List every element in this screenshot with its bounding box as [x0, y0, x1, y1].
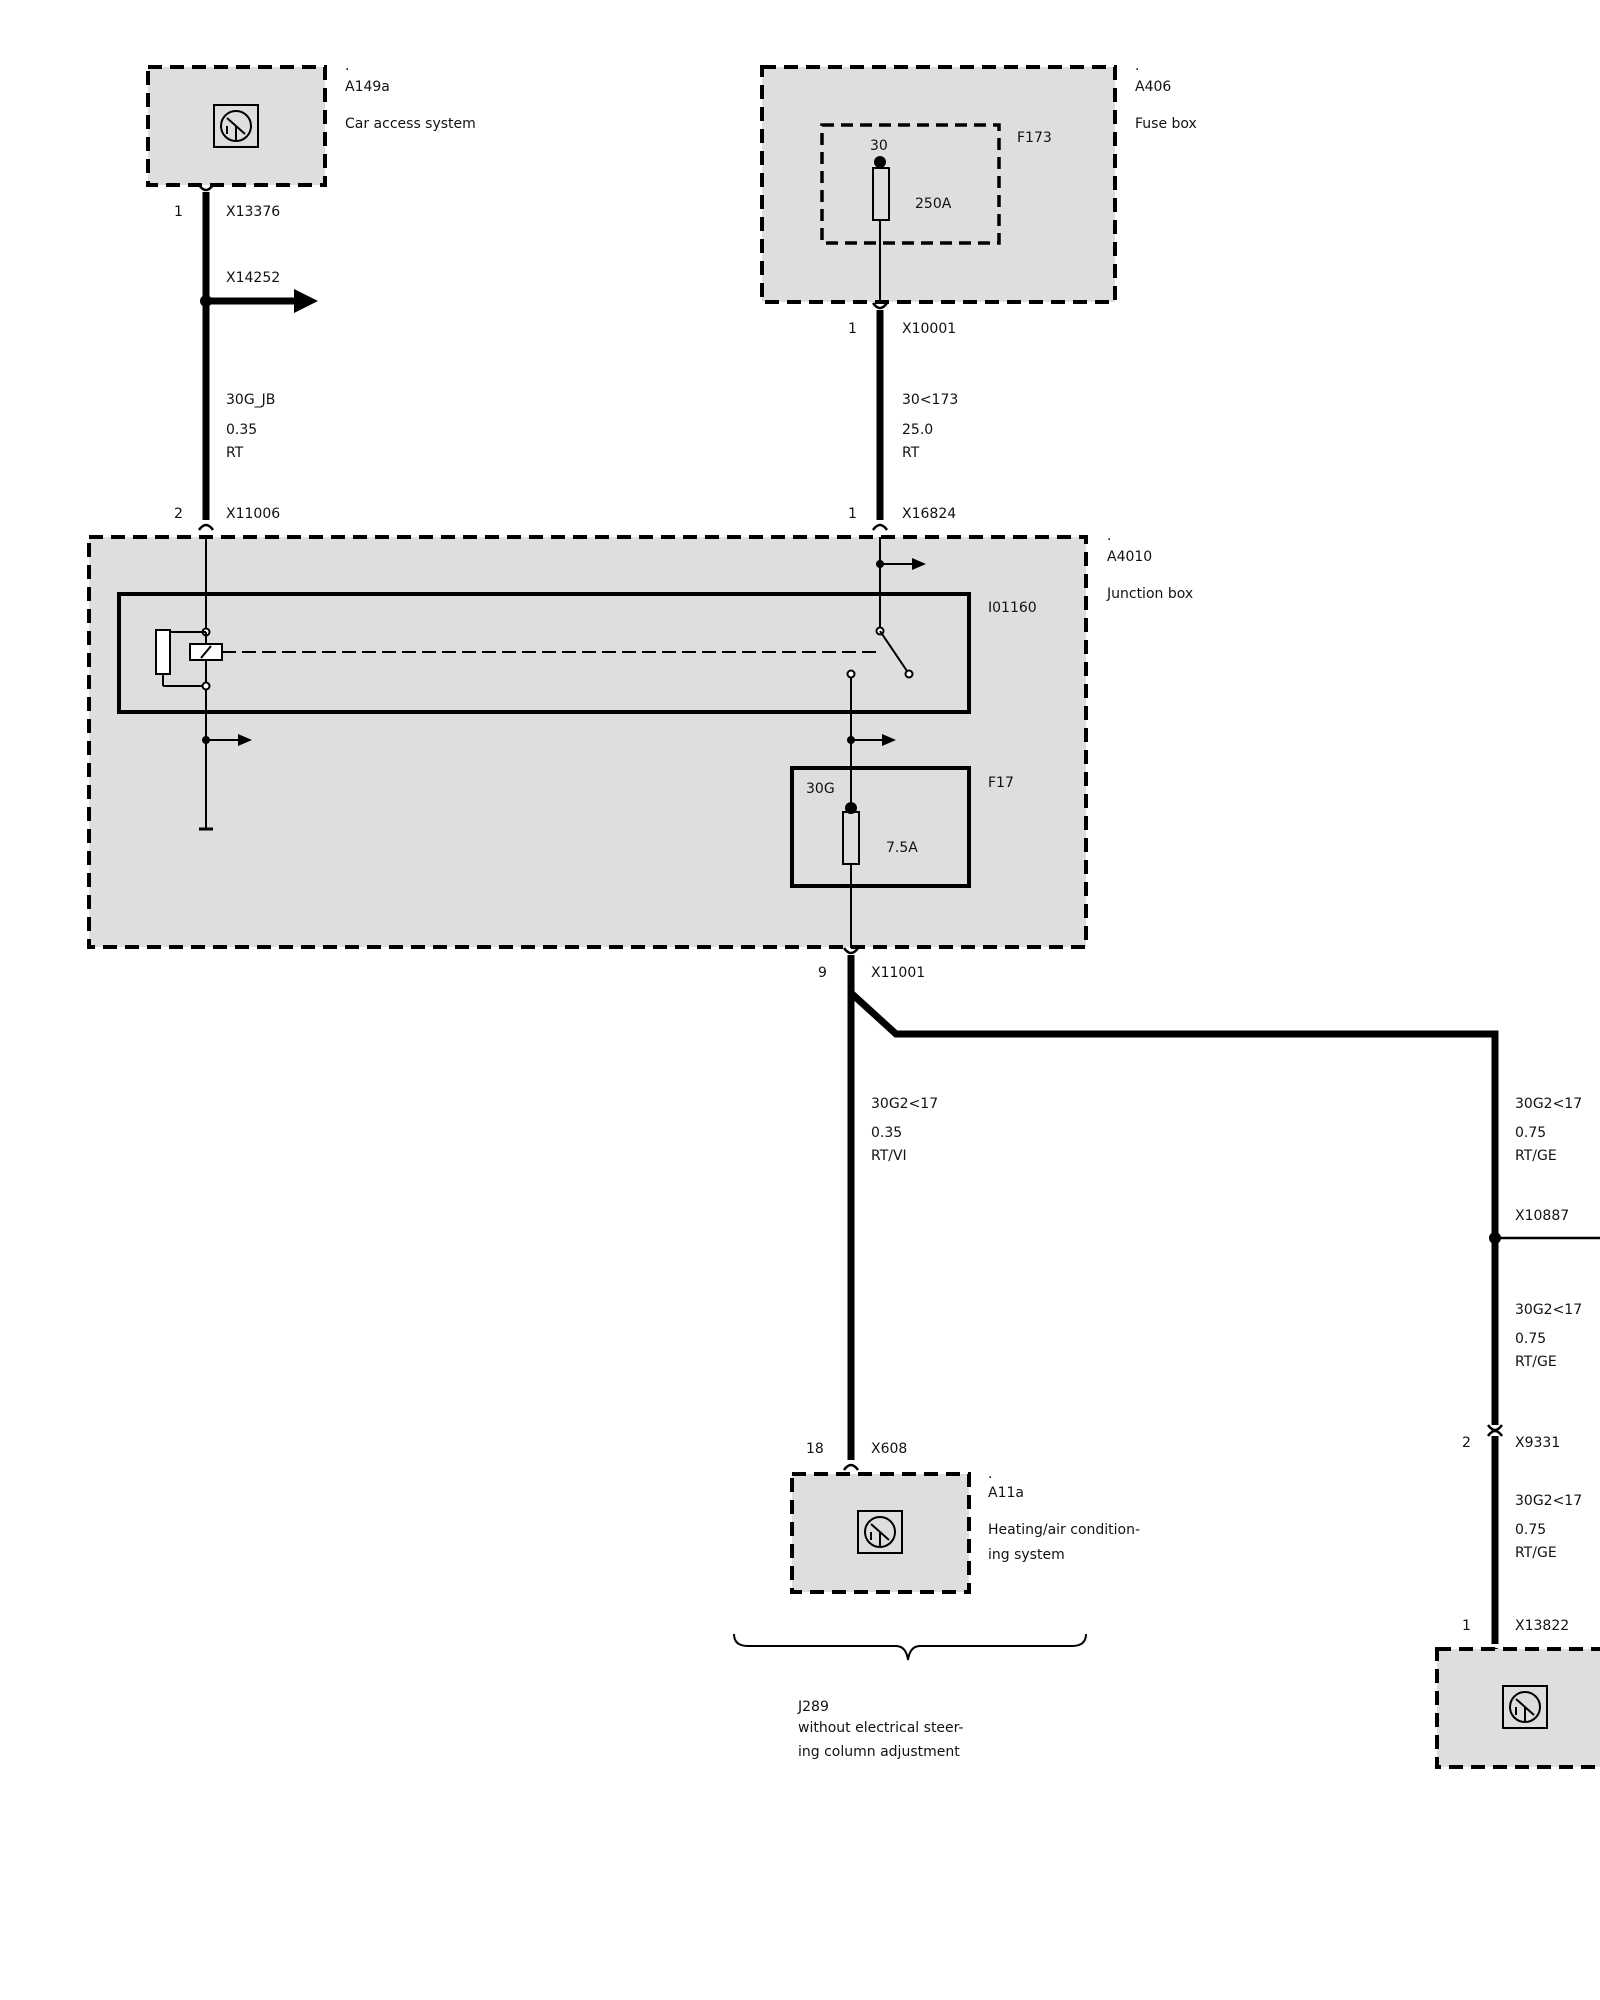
x14252-id: X14252 [226, 270, 280, 286]
connector-x11001-symbol [842, 947, 860, 955]
a4010-box [87, 535, 1088, 949]
relay-coil-terminal-bottom [201, 681, 211, 691]
w4-gauge: 0.75 [1515, 1125, 1546, 1141]
component-a4010: . A4010 Junction box I01160 [87, 528, 1193, 949]
relay-switch-arm [879, 630, 908, 672]
x11006-pin: 2 [174, 506, 183, 522]
connector-x16824-symbol [871, 523, 889, 531]
w3-signal: 30G2<17 [871, 1096, 938, 1112]
connector-x9331-symbol-bottom [1486, 1429, 1504, 1437]
x608-pin: 18 [806, 1441, 824, 1457]
x13376-pin: 1 [174, 204, 183, 220]
connector-x11006-symbol [197, 523, 215, 531]
f173-terminal: 30 [870, 138, 888, 154]
a11a-dot: . [988, 1466, 992, 1482]
x10001-pin: 1 [848, 321, 857, 337]
footnote-code: J289 [797, 1699, 829, 1715]
x11001-id: X11001 [871, 965, 925, 981]
resistor-icon [155, 629, 171, 675]
x13822-id: X13822 [1515, 1618, 1569, 1634]
variant-brace [733, 1633, 1087, 1661]
w2-color: RT [902, 445, 920, 461]
x10001-id: X10001 [902, 321, 956, 337]
component-a406: 30 250A F173 . A406 Fuse box [760, 58, 1197, 304]
w6-color: RT/GE [1515, 1545, 1557, 1561]
x11006-id: X11006 [226, 506, 280, 522]
component-a149a: . A149a Car access system [146, 58, 476, 187]
relay-coil-slash [200, 645, 212, 659]
a4010-id: A4010 [1107, 549, 1152, 565]
footnote-line1: without electrical steer- [798, 1720, 964, 1736]
i01160-id: I01160 [988, 600, 1037, 616]
w2-signal: 30<173 [902, 392, 958, 408]
a149a-id: A149a [345, 79, 390, 95]
a11a-name-line2: ing system [988, 1547, 1065, 1563]
a406-name: Fuse box [1135, 116, 1197, 132]
f173-box [820, 123, 1001, 245]
continuation-arrow-icon [294, 289, 318, 313]
a11a-id: A11a [988, 1485, 1024, 1501]
right-unit-box [1435, 1647, 1600, 1769]
control-unit-icon [213, 104, 259, 148]
connector-x608-symbol [842, 1463, 860, 1471]
w5-gauge: 0.75 [1515, 1331, 1546, 1347]
w1-color: RT [226, 445, 244, 461]
w5-signal: 30G2<17 [1515, 1302, 1582, 1318]
relay-i01160-box [117, 592, 971, 714]
f17-rating: 7.5A [886, 840, 918, 856]
f173-rating: 250A [915, 196, 952, 212]
x10887-id: X10887 [1515, 1208, 1569, 1224]
relay-contact-no [904, 669, 914, 679]
a11a-box [790, 1472, 971, 1594]
control-unit-icon [857, 1510, 903, 1554]
f17-terminal: 30G [806, 781, 835, 797]
continuation-arrow-icon [882, 734, 896, 746]
w1-gauge: 0.35 [226, 422, 257, 438]
x16824-id: X16824 [902, 506, 956, 522]
connector-x13376-symbol [197, 184, 215, 192]
x13376-id: X13376 [226, 204, 280, 220]
connector-x9331-symbol-top [1486, 1424, 1504, 1432]
a11a-name-line1: Heating/air condition- [988, 1522, 1140, 1538]
a4010-dot: . [1107, 528, 1111, 544]
relay-contact-output [846, 669, 856, 679]
continuation-arrow-icon [912, 558, 926, 570]
a406-box [760, 65, 1117, 304]
a406-id: A406 [1135, 79, 1171, 95]
f17-box [790, 766, 971, 888]
w6-gauge: 0.75 [1515, 1522, 1546, 1538]
x11001-pin: 9 [818, 965, 827, 981]
f17-id: F17 [988, 775, 1014, 791]
x13822-pin: 1 [1462, 1618, 1471, 1634]
continuation-arrow-icon [238, 734, 252, 746]
component-a11a: . A11a Heating/air condition- ing system [790, 1466, 1140, 1594]
w5-color: RT/GE [1515, 1354, 1557, 1370]
w4-signal: 30G2<17 [1515, 1096, 1582, 1112]
w6-signal: 30G2<17 [1515, 1493, 1582, 1509]
f173-terminal-node [874, 156, 886, 168]
w3-color: RT/VI [871, 1148, 907, 1164]
w1-signal: 30G_JB [226, 392, 275, 408]
connector-x10001-symbol [871, 302, 889, 310]
component-right-unit [1435, 1647, 1600, 1769]
a149a-dot: . [345, 58, 349, 74]
wire-30g2-17-right-branch [848, 990, 1499, 1425]
x16824-pin: 1 [848, 506, 857, 522]
control-unit-icon [1502, 1685, 1548, 1729]
w2-gauge: 25.0 [902, 422, 933, 438]
x9331-id: X9331 [1515, 1435, 1560, 1451]
w3-gauge: 0.35 [871, 1125, 902, 1141]
x608-id: X608 [871, 1441, 907, 1457]
a4010-name: Junction box [1106, 586, 1193, 602]
x9331-pin: 2 [1462, 1435, 1471, 1451]
f173-id: F173 [1017, 130, 1052, 146]
footnote-line2: ing column adjustment [798, 1744, 960, 1760]
w4-color: RT/GE [1515, 1148, 1557, 1164]
a406-dot: . [1135, 58, 1139, 74]
a149a-name: Car access system [345, 116, 476, 132]
